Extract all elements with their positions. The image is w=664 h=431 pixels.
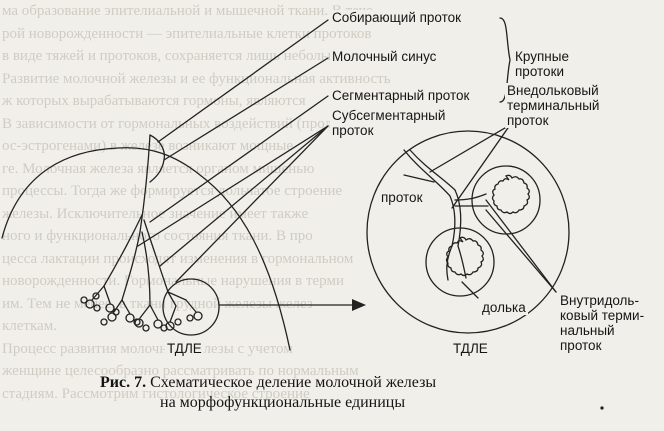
leader-extralobular-b (451, 124, 511, 209)
label-large-ducts-1: Крупные (513, 49, 571, 64)
background-text-line: ма образование эпителиальной и мышечной … (2, 3, 373, 19)
label-extralobular-2: терминальный (505, 98, 602, 113)
label-intralobular-2: ковый терми- (558, 308, 647, 323)
leader-intralobular-b (485, 209, 557, 293)
label-tdle-large: ТДЛЕ (451, 341, 490, 356)
lobule-upper-acini (491, 174, 530, 215)
extralobular-terminal-duct (403, 149, 451, 197)
background-text-line: в виде тяжей и протоков, сохраняется лиш… (2, 48, 354, 64)
background-text-line: новорожденности. Гормональные нарушения … (2, 273, 344, 289)
label-segmental-duct: Сегментарный проток (330, 88, 472, 103)
leader-segmental (149, 95, 329, 223)
background-text-line: рой новорожденности — эпителиальные клет… (2, 25, 372, 42)
label-lobule: долька (480, 300, 528, 315)
subsegmental-duct-2 (141, 231, 151, 306)
magnify-arrowhead (352, 299, 366, 311)
leader-collecting (157, 19, 329, 143)
leader-extralobular (429, 124, 511, 173)
background-text-line: клеткам. (2, 318, 57, 334)
background-text-line: женщине целесообразно рассматривать по н… (2, 363, 359, 379)
subsegmental-duct (121, 231, 141, 301)
collecting-duct (139, 134, 151, 233)
lobule-lower-ring (425, 227, 495, 297)
figure-number: Рис. 7. (100, 374, 147, 391)
label-intralobular-3: нальный (558, 323, 617, 338)
background-text-line: цесса лактации происходят изменения в го… (2, 250, 354, 267)
leader-subsegmental (137, 125, 329, 247)
background-text-line: Развитие молочной железы и ее функционал… (2, 70, 391, 87)
label-subsegmental-1: Субсегментарный (330, 108, 448, 123)
leader-sinus (163, 57, 329, 161)
segmental-duct (103, 214, 143, 287)
segmental-duct-2 (143, 219, 169, 293)
tdle-small-circle (162, 278, 220, 336)
leader-intralobular (485, 199, 557, 293)
large-ducts-brace (499, 17, 511, 103)
background-text-line: им. Тем не менее, в ткани грудной железы… (2, 295, 313, 312)
label-tdle-small: ТДЛЕ (165, 341, 204, 356)
label-large-ducts-2: протоки (513, 64, 567, 79)
leader-lobule (461, 281, 479, 299)
label-collecting-duct: Собирающий проток (330, 10, 464, 25)
milk-sinus (149, 134, 166, 183)
label-extralobular-1: Внедольковый (505, 83, 601, 98)
breast-outline (1, 147, 291, 351)
figure-caption-line-2: на морфофункциональные единицы (160, 394, 406, 411)
tdle-large-circle (366, 130, 570, 334)
background-text-line: железы. Исключительное значение имеет та… (2, 205, 309, 222)
caption-text-1: Схематическое деление молочной железы (150, 374, 437, 391)
label-subsegmental-2: проток (330, 123, 376, 138)
background-text-line: ного и функционального состояния ткани. … (2, 228, 313, 244)
background-text-line: ге. Молочная железа является органом миш… (2, 160, 315, 177)
figure-caption-line-1: Рис. 7. Схематическое деление молочной ж… (100, 373, 436, 393)
background-text-line: ос-эстрогенами) в железе возникают мощны… (2, 138, 294, 154)
leader-duct (403, 174, 435, 183)
lobule-lower-acini (445, 236, 484, 277)
background-text-line: Процесс развития молочной железы с учето… (2, 340, 293, 357)
terminal-lobule-cluster (80, 292, 203, 332)
background-text-line: стадиям. Рассмотрим гистологическое стро… (2, 385, 310, 402)
label-extralobular-3: проток (505, 113, 551, 128)
label-intralobular-1: Внутридоль- (558, 293, 641, 308)
background-text-line: ж которых вырабатываются гормоны, являют… (2, 93, 306, 109)
leader-subsegmental-b (159, 125, 329, 267)
label-intralobular-4: проток (558, 338, 604, 353)
background-text-line: процессы. Тогда же формируется дольчатое… (2, 183, 343, 199)
label-milk-sinus: Молочный синус (330, 49, 439, 64)
label-duct: проток (379, 190, 425, 205)
background-text-line: В зависимости от гормональных воздействи… (2, 115, 346, 132)
leader-subsegmental-c (175, 125, 329, 283)
